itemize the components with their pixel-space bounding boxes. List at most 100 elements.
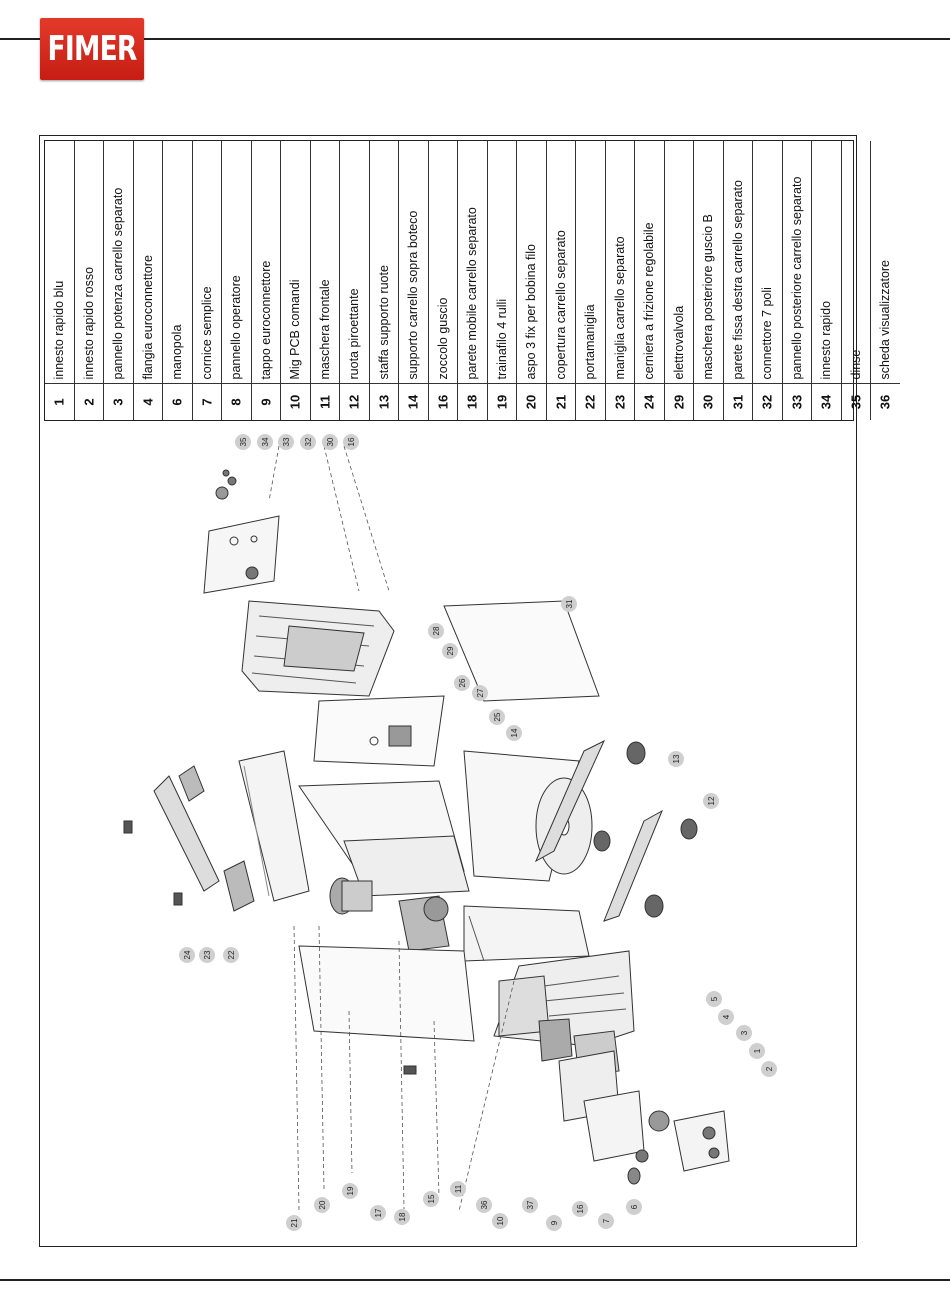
legend-desc: manopola [169,324,184,379]
page-frame [39,135,857,1247]
callout-label: 29 [446,646,455,655]
legend-num-cell: 13 [369,383,398,420]
legend-desc-cell: innesto rapido rosso [75,141,104,385]
callout-bubble [286,1215,302,1231]
legend-desc-cell: maschera posteriore guscio B [694,141,723,385]
callout-label: 3 [740,1030,749,1035]
callout-label: 34 [261,437,270,446]
legend-row: pannello posteriore carrello separato 33 [782,141,812,420]
callout-bubble [749,1043,765,1059]
legend-num: 11 [317,395,333,409]
callout-bubble [454,675,470,691]
callout-label: 32 [304,437,313,446]
legend-desc: pannello posteriore carrello separato [789,176,804,379]
callout-28: 28 [428,623,444,639]
legend-num-cell: 3 [104,383,133,420]
callout-13: 13 [668,751,684,767]
callout-37: 37 [522,1197,538,1213]
legend-num: 24 [641,394,657,410]
callout-25: 25 [489,709,505,725]
legend-desc: zoccolo guscio [435,297,450,379]
callout-10: 10 [492,1213,508,1229]
callout-bubble [561,596,577,612]
legend-desc: scheda visualizzatore [877,259,892,379]
legend-num-cell: 33 [782,383,811,420]
callout-16: 16 [343,434,359,450]
legend-num: 16 [435,394,451,410]
legend-num: 13 [376,394,392,410]
legend-num-cell: 20 [517,383,546,420]
callout-label: 12 [707,796,716,805]
legend-desc-cell: Mig PCB comandi [281,141,310,385]
legend-num-cell: 7 [192,383,221,420]
legend-num-cell: 19 [487,383,516,420]
callout-label: 36 [480,1200,489,1209]
callout-label: 11 [454,1184,463,1193]
callout-label: 21 [290,1218,299,1227]
legend-num: 29 [671,394,687,410]
legend-desc-cell: parete mobile carrello separato [458,141,487,385]
legend-row: staffa supporto ruote 13 [369,141,399,420]
callout-label: 13 [672,754,681,763]
callout-18: 18 [394,1209,410,1225]
legend-desc: aspo 3 fix per bobina filo [523,243,538,379]
callout-bubble [428,623,444,639]
legend-num: 23 [612,394,628,410]
legend-num: 4 [140,398,156,406]
callout-30: 30 [322,434,338,450]
legend-desc-cell: flangia euroconnettore [134,141,163,385]
callout-bubble [423,1191,439,1207]
legend-desc: flangia euroconnettore [140,254,155,379]
callout-label: 20 [318,1200,327,1209]
legend-desc-cell: cornice semplice [193,141,222,385]
legend-desc: maschera posteriore guscio B [700,213,715,379]
callout-24: 24 [179,947,195,963]
callout-label: 16 [347,437,356,446]
legend-desc: cerniera a frizione regolabile [641,221,656,379]
legend-num-cell: 1 [45,383,74,420]
legend-desc: innesto rapido rosso [81,266,96,379]
legend-num: 9 [258,398,274,406]
legend-num: 35 [848,394,864,410]
legend-desc-cell: ruota piroettante [340,141,369,385]
legend-num-cell: 9 [251,383,280,420]
legend-num: 2 [81,398,97,406]
legend-num: 22 [582,394,598,410]
legend-desc: staffa supporto ruote [376,264,391,379]
legend-desc-cell: supporto carrello sopra boteco [399,141,428,385]
callout-21: 21 [286,1215,302,1231]
legend-num: 32 [759,394,775,410]
callout-label: 14 [510,728,519,737]
legend-desc: elettrovalvola [671,305,686,379]
callout-bubble [761,1061,777,1077]
callout-bubble [668,751,684,767]
callout-5: 5 [706,991,722,1007]
legend-row: elettrovalvola 29 [664,141,694,420]
legend-desc-cell: pannello operatore [222,141,251,385]
legend-desc-cell: innesto rapido blu [45,141,74,385]
legend-desc-cell: tappo euroconnettore [252,141,281,385]
legend-num-cell: 10 [281,383,310,420]
callout-bubble [450,1181,466,1197]
legend-num-cell: 21 [546,383,575,420]
callout-20: 20 [314,1197,330,1213]
callout-label: 27 [476,688,485,697]
legend-desc: Mig PCB comandi [287,278,302,379]
legend-num-cell: 2 [74,383,103,420]
legend-num: 12 [346,394,362,410]
legend-row: flangia euroconnettore 4 [133,141,163,420]
callout-1: 1 [749,1043,765,1059]
legend-num: 33 [789,394,805,410]
legend-num: 21 [553,394,569,410]
legend-num-cell: 34 [812,383,841,420]
callout-label: 17 [374,1208,383,1217]
legend-desc: tappo euroconnettore [258,260,273,379]
